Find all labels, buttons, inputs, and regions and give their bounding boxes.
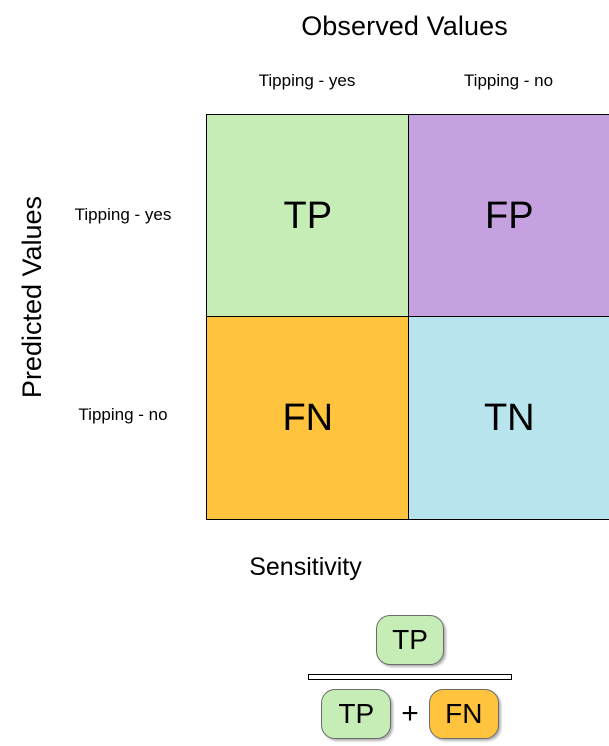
row-header-tipping-yes: Tipping - yes	[74, 205, 172, 224]
denominator-pill-tp: TP	[321, 689, 392, 739]
observed-values-title-text: Observed Values	[301, 11, 508, 41]
formula-denominator: TP + FN	[284, 687, 536, 741]
denominator-pill-fn: FN	[428, 689, 499, 739]
matrix-cell-false-negative: FN	[206, 316, 410, 520]
column-header-tipping-no: Tipping - no	[463, 71, 554, 90]
observed-values-title: Observed Values	[0, 9, 609, 43]
confusion-matrix: TP FP FN TN	[206, 114, 609, 520]
matrix-cell-false-positive: FP	[408, 114, 609, 318]
sensitivity-formula: TP TP + FN	[284, 612, 536, 741]
matrix-cell-true-positive: TP	[206, 114, 410, 318]
plus-operator: +	[401, 697, 419, 730]
numerator-pill-tp: TP	[376, 615, 444, 665]
row-header-tipping-no: Tipping - no	[78, 405, 168, 424]
formula-numerator: TP	[284, 612, 536, 668]
sensitivity-title: Sensitivity	[0, 551, 609, 583]
fraction-bar	[308, 674, 512, 680]
matrix-cell-true-negative: TN	[408, 316, 609, 520]
column-header-tipping-yes: Tipping - yes	[258, 71, 356, 90]
sensitivity-title-text: Sensitivity	[249, 553, 362, 581]
